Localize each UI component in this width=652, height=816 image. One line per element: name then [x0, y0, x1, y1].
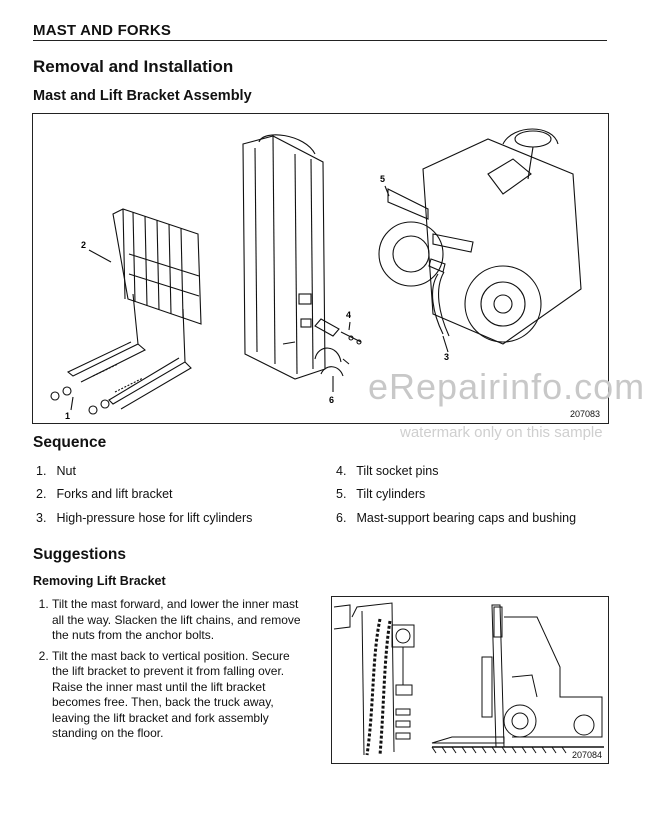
bearing-caps-drawing [314, 347, 350, 377]
callout-5: 5 [380, 174, 385, 184]
suggestion-step: Tilt the mast back to vertical position.… [52, 649, 305, 742]
truck-drawing [378, 128, 582, 345]
callout-4: 4 [346, 310, 351, 320]
page-subtitle: Mast and Lift Bracket Assembly [33, 88, 252, 104]
sequence-item-text: Tilt socket pins [356, 464, 439, 478]
sequence-item-number: 2. [36, 487, 47, 501]
sequence-item: 1. Nut [36, 464, 76, 478]
sequence-item: 6. Mast-support bearing caps and bushing [336, 511, 576, 525]
sequence-item-text: Forks and lift bracket [56, 487, 173, 501]
callout-6: 6 [329, 395, 334, 405]
figure-number: 207084 [571, 750, 602, 760]
header-rule [33, 40, 607, 41]
suggestions-steps: Tilt the mast forward, and lower the inn… [33, 597, 305, 747]
sequence-item-number: 6. [336, 511, 347, 525]
nuts-drawing [50, 386, 110, 415]
sequence-item-number: 4. [336, 464, 347, 478]
hose-drawing [432, 271, 450, 337]
sequence-item: 3. High-pressure hose for lift cylinders [36, 511, 252, 525]
sequence-item: 4. Tilt socket pins [336, 464, 438, 478]
callout-1: 1 [65, 411, 70, 421]
sequence-item-number: 5. [336, 487, 347, 501]
truck-side-drawing [431, 604, 604, 754]
callout-3: 3 [444, 352, 449, 362]
sequence-item-text: Nut [56, 464, 76, 478]
tilt-pins-drawing [314, 318, 362, 345]
sequence-item-text: Mast-support bearing caps and bushing [356, 511, 577, 525]
figure-number: 207083 [569, 409, 600, 419]
sequence-item-text: Tilt cylinders [356, 487, 426, 501]
page-title: Removal and Installation [33, 57, 234, 76]
assembly-illustration: 2 1 3 4 5 6 [50, 128, 582, 421]
callout-2: 2 [81, 240, 86, 250]
watermark-brand: eRepairinfo.com [368, 366, 646, 407]
watermark-note: watermark only on this sample [400, 424, 603, 441]
suggestions-heading: Suggestions [33, 546, 127, 563]
mast-drawing [242, 134, 326, 380]
lift-bracket-figure: 207084 [331, 596, 609, 764]
sequence-item: 5. Tilt cylinders [336, 487, 425, 501]
sequence-item-text: High-pressure hose for lift cylinders [56, 511, 253, 525]
lift-bracket-illustration [333, 602, 604, 756]
sequence-item-number: 1. [36, 464, 47, 478]
suggestion-step: Tilt the mast forward, and lower the inn… [52, 597, 305, 644]
sequence-item-number: 3. [36, 511, 47, 525]
assembly-figure: 2 1 3 4 5 6 207083 [32, 113, 609, 424]
section-header: MAST AND FORKS [33, 22, 172, 39]
lift-bracket-drawing [66, 208, 202, 410]
sequence-heading: Sequence [33, 434, 107, 451]
sequence-item: 2. Forks and lift bracket [36, 487, 173, 501]
mast-closeup-drawing [333, 602, 415, 756]
suggestions-subheading: Removing Lift Bracket [33, 574, 166, 588]
